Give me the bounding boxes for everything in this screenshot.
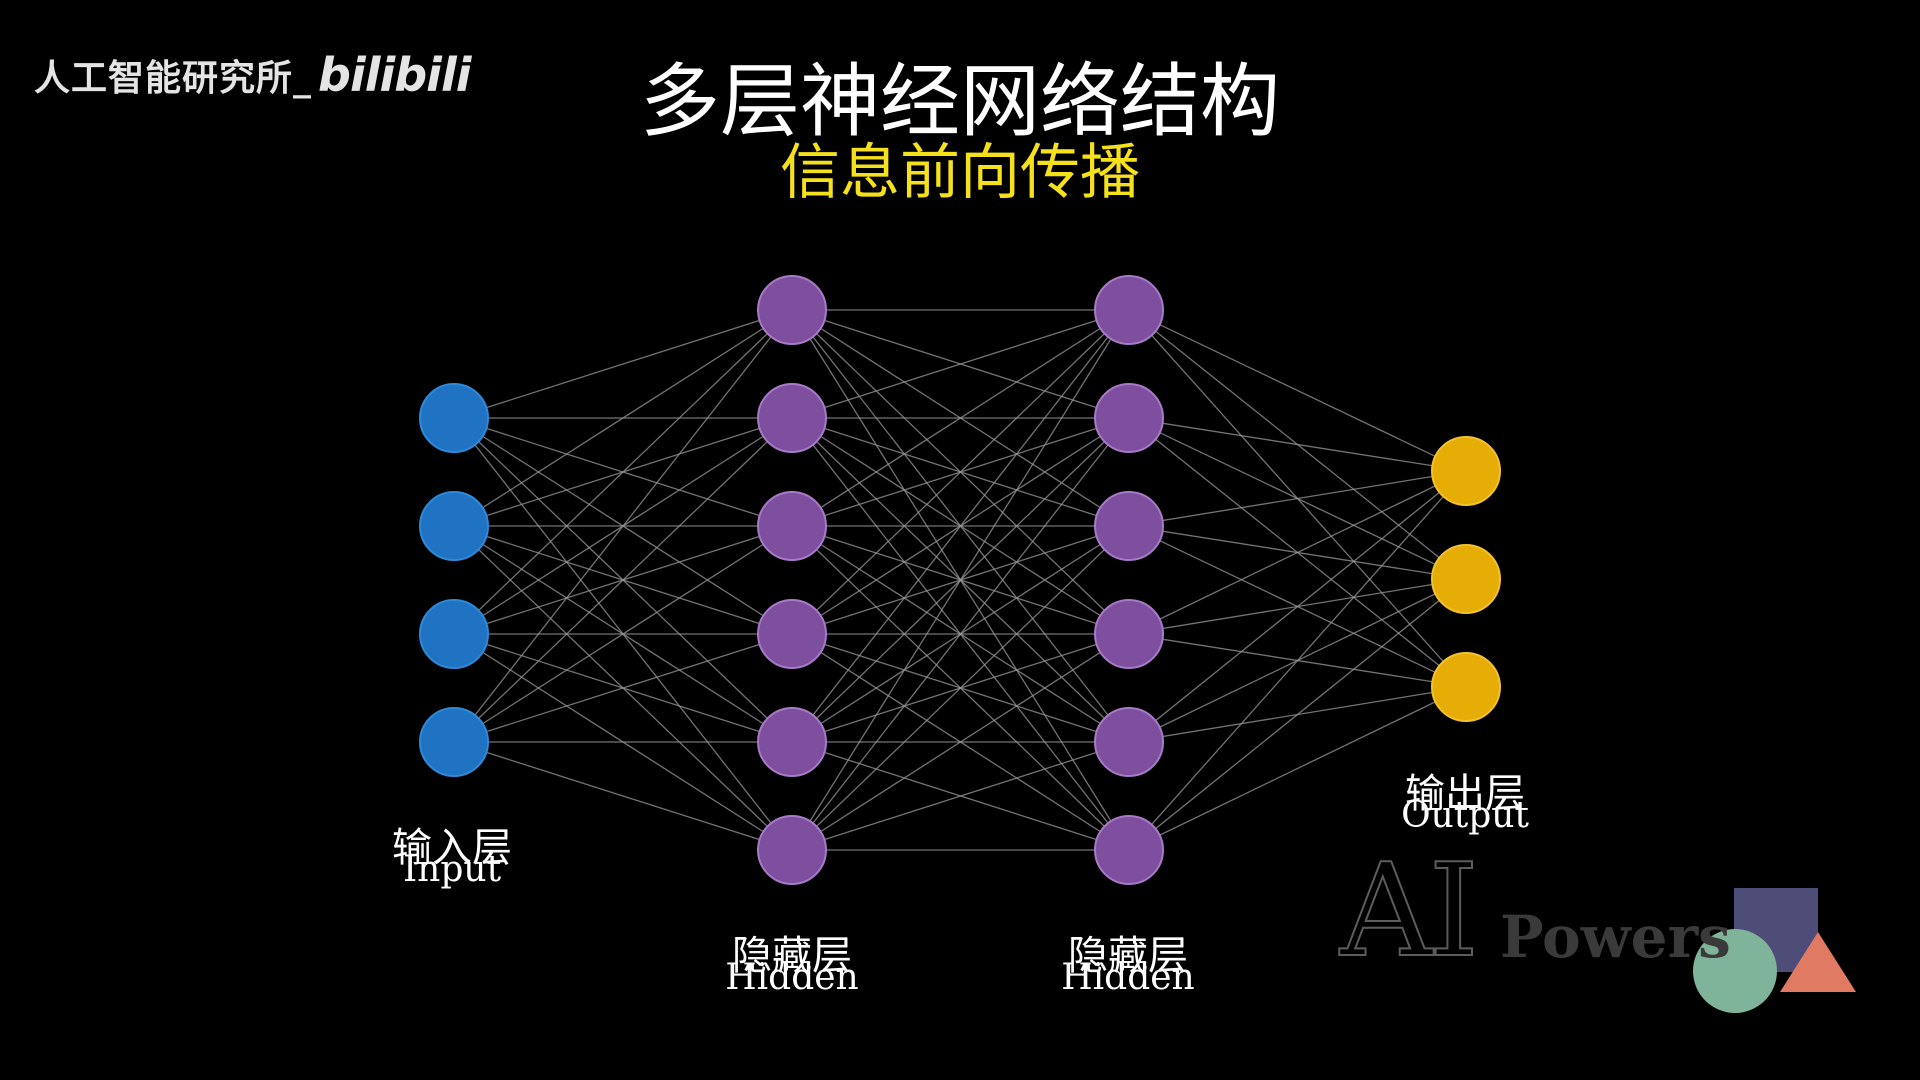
logo-ai-text: AI [1339,837,1480,986]
layer-label-output: 输出层 Output [1365,774,1565,834]
layer-label-en: Output [1401,795,1529,836]
logo-powers-text: Powers [1500,903,1731,971]
connection-line [453,309,793,419]
page-subtitle: 信息前向传播 [780,138,1140,208]
layer-label-zh: 隐藏层 [732,933,852,979]
connection-line [1128,309,1467,472]
connection-line [1128,686,1467,851]
connection-line [453,309,793,527]
layer-label-zh: 输出层 [1405,771,1525,817]
connection-line [453,417,793,743]
connection-line [453,741,793,851]
connection-line [1128,470,1467,635]
connection-line [791,633,1130,851]
connection-line [1128,417,1467,472]
neuron-node [757,815,827,885]
neuron-node [1094,275,1164,345]
connection-line [791,417,1130,851]
neuron-node [757,491,827,561]
connection-line [791,309,1130,635]
connection-line [453,633,793,743]
connection-line [453,309,793,743]
neuron-node [1431,544,1501,614]
logo-shapes [1693,888,1856,1013]
neuron-node [1094,707,1164,777]
layer-label-hidden-1: 隐藏层 Hidden [692,936,892,996]
channel-name: 人工智能研究所_ [34,58,313,99]
connections [453,309,1467,851]
layer-label-zh: 输入层 [392,825,512,871]
connection-line [791,741,1130,851]
logo-triangle [1780,932,1856,992]
neuron-node [757,275,827,345]
layer-label-hidden-2: 隐藏层 Hidden [1028,936,1228,996]
bilibili-logo: bilibili [318,48,471,102]
neuron-node [419,599,489,669]
neuron-node [419,707,489,777]
channel-watermark: 人工智能研究所_ bilibili [34,40,471,110]
neuron-node [1431,652,1501,722]
neuron-node [1094,599,1164,669]
neuron-node [419,383,489,453]
neuron-node [1094,815,1164,885]
connection-line [1128,470,1467,743]
neuron-node [1431,436,1501,506]
neuron-node [757,707,827,777]
layer-label-en: Input [402,849,502,890]
neuron-node [757,599,827,669]
logo-circle [1693,929,1777,1013]
connection-line [791,309,1130,851]
layer-label-en: Hidden [1061,957,1195,998]
connection-line [791,309,1130,743]
neuron-node [757,383,827,453]
neurons [419,275,1501,885]
neuron-node [1094,491,1164,561]
neuron-node [1094,383,1164,453]
connection-line [453,309,793,635]
connection-line [1128,578,1467,851]
connection-line [791,309,1130,419]
connection-line [791,309,1130,527]
page-title: 多层神经网络结构 [640,55,1280,148]
connection-line [1128,470,1467,851]
connection-line [453,525,793,743]
connection-line [791,525,1130,851]
layer-label-input: 输入层 Input [352,828,552,888]
layer-label-en: Hidden [725,957,859,998]
connection-line [1128,470,1467,527]
neuron-node [419,491,489,561]
layer-label-zh: 隐藏层 [1068,933,1188,979]
